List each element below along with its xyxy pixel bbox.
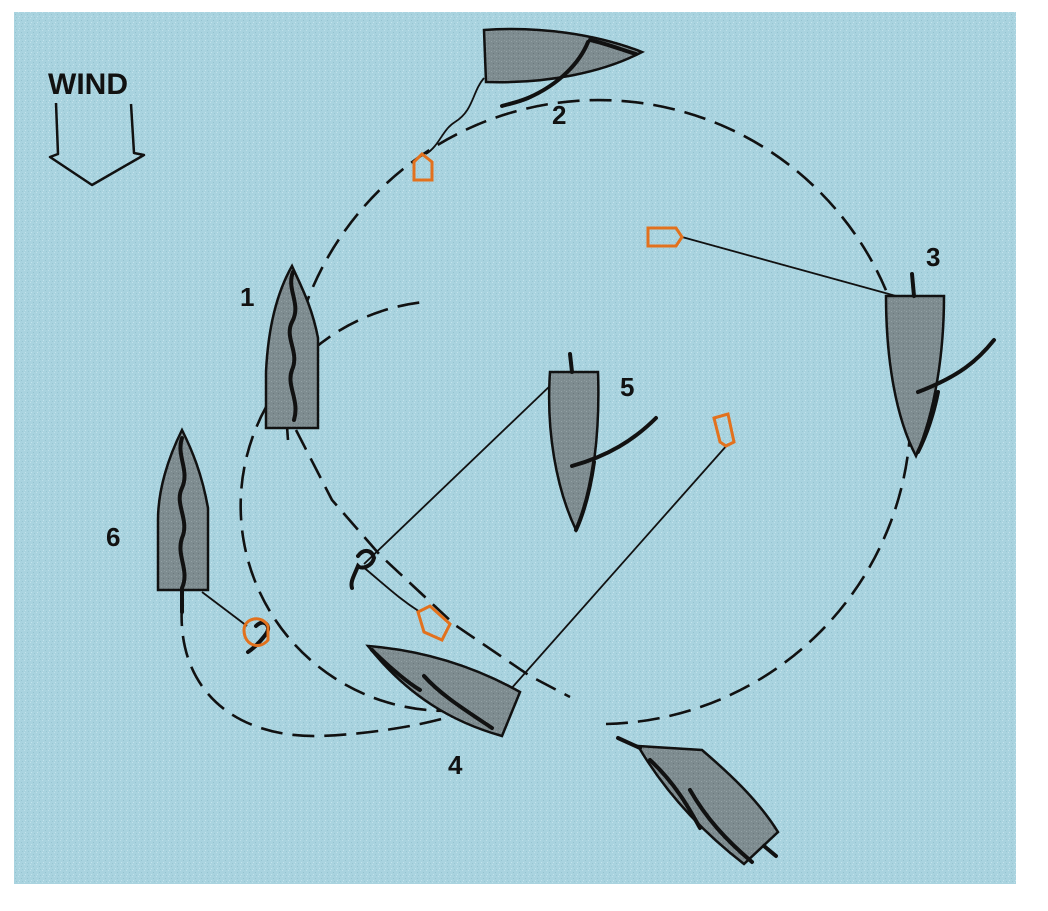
diagonal-course-line — [294, 429, 571, 699]
boat-2-number: 2 — [552, 100, 566, 130]
boat-4: 4 — [365, 644, 522, 780]
wind-arrow-icon — [48, 102, 146, 187]
small-course-circle — [239, 300, 491, 713]
lower-course-arc — [180, 603, 481, 738]
marker-boat-2 — [412, 151, 434, 182]
boat-lower-right-hull — [635, 744, 780, 866]
boat-3-hull — [884, 294, 946, 459]
boat-6-sail — [177, 436, 187, 614]
boat-3-leech — [916, 390, 940, 454]
boat-6-number: 6 — [106, 522, 120, 552]
boat-3: 3 — [884, 242, 996, 459]
boat-lower-right-tiller — [762, 844, 778, 858]
boat-5-line — [363, 383, 553, 565]
boat-1-number: 1 — [240, 282, 254, 312]
boat-5-leech — [574, 460, 596, 532]
boat-4-leech — [370, 648, 422, 692]
boat-1-sail — [287, 270, 298, 422]
wind-indicator: WIND — [48, 68, 146, 187]
boat-4-sail — [422, 674, 494, 730]
water-background — [14, 12, 1016, 884]
boat-1: 1 — [240, 263, 320, 430]
boat-4-number: 4 — [448, 750, 463, 780]
marker-center-icon — [416, 604, 452, 642]
person-in-water-lower — [246, 620, 271, 654]
wind-label: WIND — [48, 68, 128, 101]
boat-lower-right-mast — [616, 736, 642, 750]
boat-6-line — [201, 591, 248, 627]
boat-4-hull — [365, 644, 522, 738]
boat-5-sail — [570, 416, 658, 468]
center-line — [361, 565, 421, 613]
marker-boat-6-icon — [242, 617, 270, 647]
large-course-circle — [285, 98, 913, 726]
boat-5-mast — [568, 352, 574, 374]
boat-2-mast — [588, 38, 638, 56]
marker-boat-2-icon — [412, 151, 434, 182]
boat-3-mast — [910, 272, 916, 298]
marker-center — [416, 604, 452, 642]
person-in-water-center — [349, 549, 377, 590]
marker-boat-3-icon — [646, 226, 684, 248]
marker-boat-3 — [646, 226, 684, 248]
marker-boat-4 — [712, 412, 736, 448]
marker-boat-4-icon — [712, 412, 736, 448]
boat-6: 6 — [106, 427, 210, 614]
boat-5: 5 — [547, 352, 658, 533]
boat-lower-right-leech — [688, 788, 754, 864]
marker-boat-6 — [242, 617, 270, 647]
boat-3-line — [681, 236, 897, 297]
boat-lower-right — [616, 736, 780, 866]
boat-5-number: 5 — [620, 372, 634, 402]
boat-3-number: 3 — [926, 242, 940, 272]
boat-2-sail — [500, 40, 590, 108]
boat-lower-right-sail — [648, 758, 702, 830]
boat-2: 2 — [482, 27, 646, 130]
boat-2-line — [425, 77, 485, 155]
boat-3-sail — [916, 338, 996, 394]
boat-4-line — [509, 443, 729, 691]
